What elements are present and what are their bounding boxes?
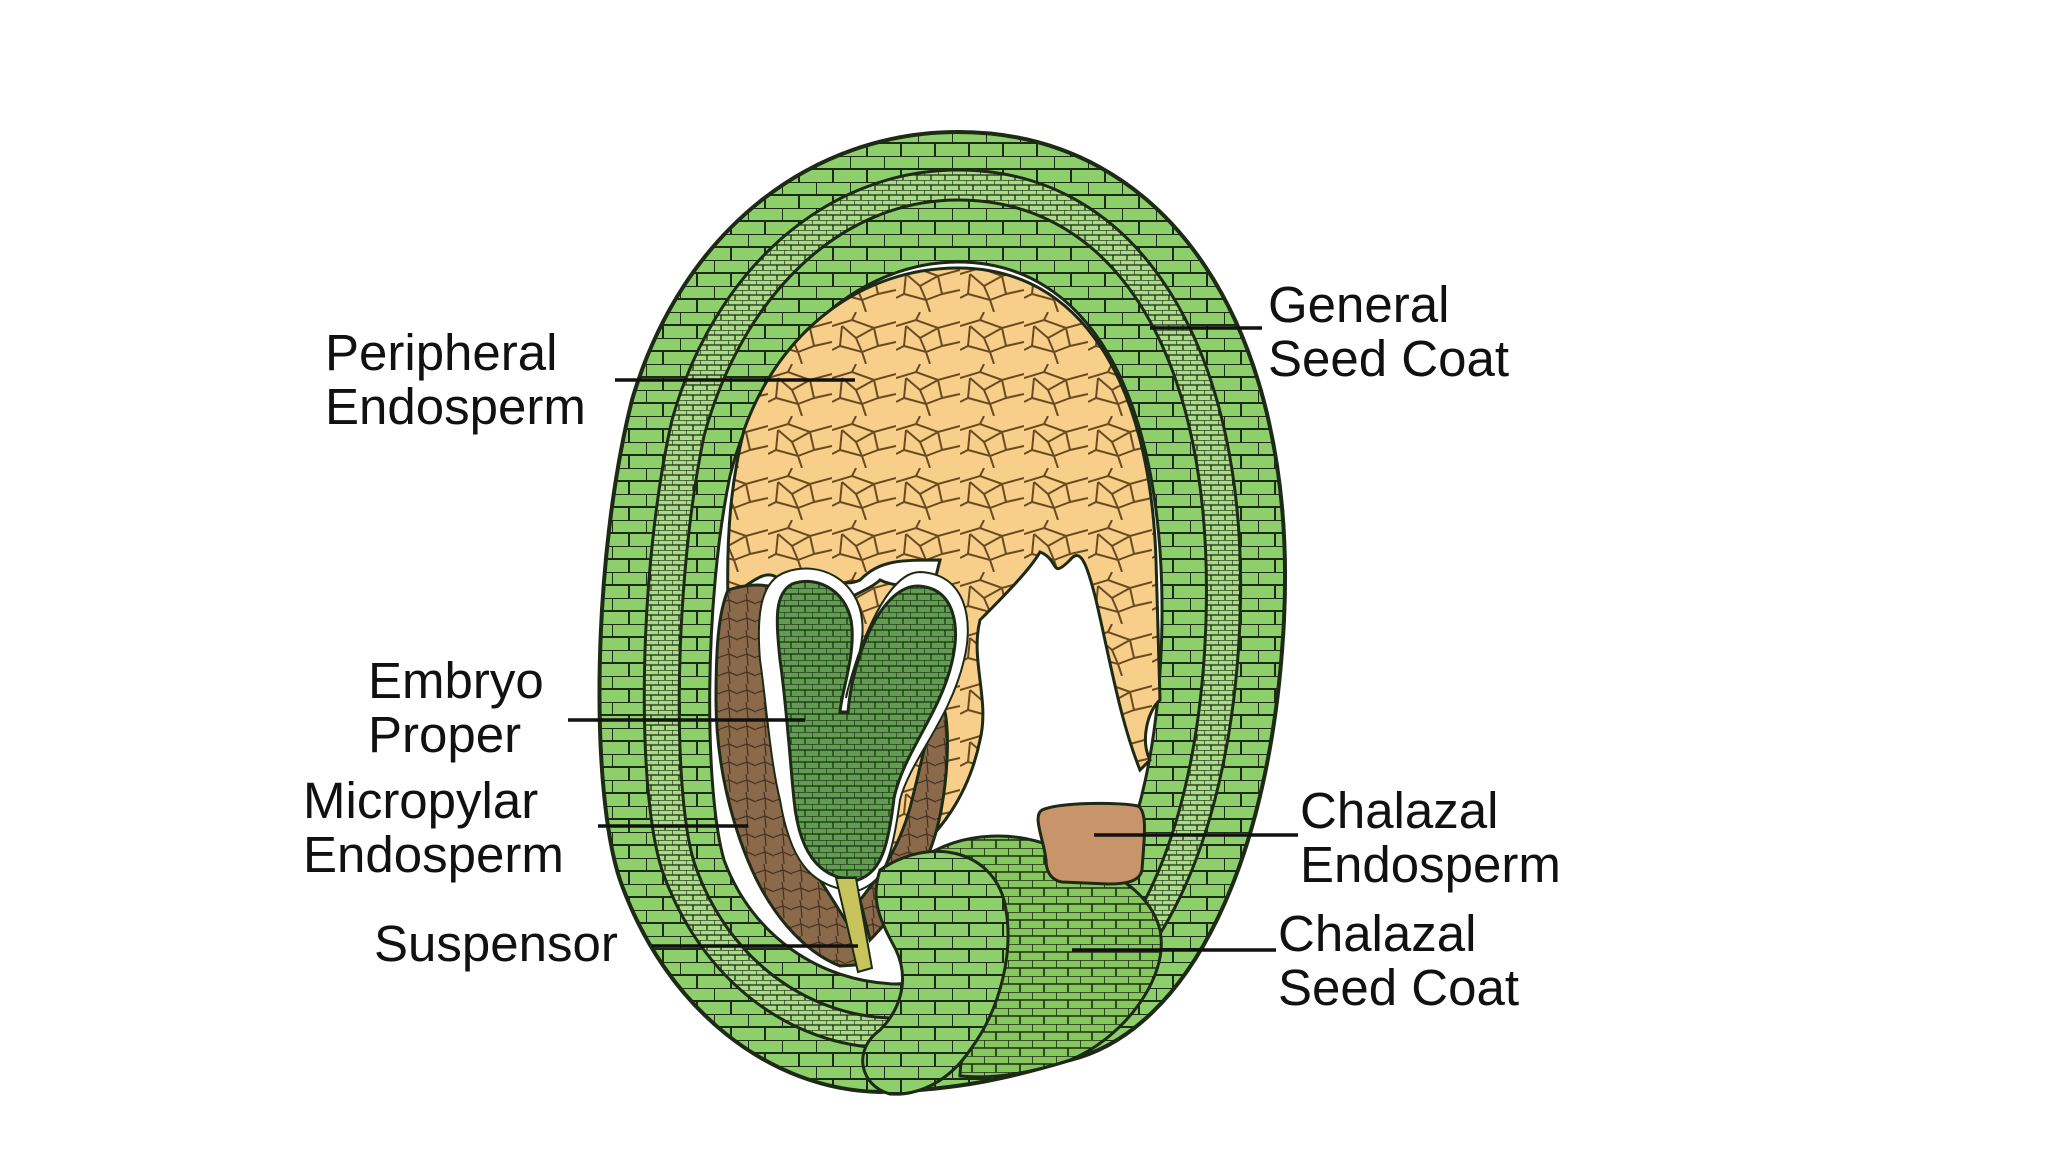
chalazal-endosperm-shape [1036, 801, 1146, 886]
embryo-proper-shape [775, 579, 957, 882]
label-peripheral-endosperm: Peripheral Endosperm [325, 324, 586, 435]
label-chalazal-endosperm: Chalazal Endosperm [1300, 782, 1561, 893]
label-embryo-proper: Embryo Proper [368, 652, 544, 763]
label-suspensor: Suspensor [374, 915, 618, 972]
suspensor-shape [834, 877, 874, 974]
label-chalazal-seed-coat: Chalazal Seed Coat [1278, 905, 1520, 1016]
label-micropylar-endosperm: Micropylar Endosperm [303, 772, 564, 883]
label-general-seed-coat: General Seed Coat [1268, 276, 1510, 387]
leader-lines [568, 326, 1298, 952]
micropyle-lobe [861, 849, 1010, 1096]
